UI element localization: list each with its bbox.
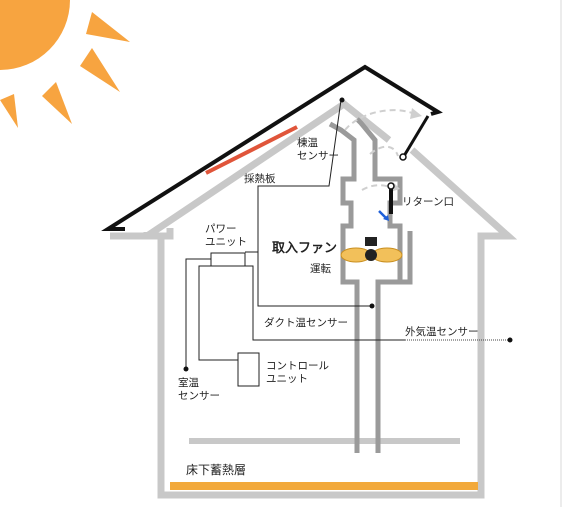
sensor-wiring [185, 99, 405, 368]
floor-storage-layer [170, 482, 478, 490]
roof-damper-pivot [399, 153, 407, 161]
intake-fan-label: 取入ファン [272, 241, 338, 256]
floor-storage-label: 床下蓄熱層 [186, 463, 247, 477]
house-outline [110, 99, 518, 499]
control-unit-label: コントロール ユニット [266, 360, 329, 385]
sun-icon [0, 0, 130, 128]
fan-status-label: 運転 [310, 263, 331, 275]
power-unit-box [210, 252, 246, 267]
room-sensor-label: 室温 センサー [178, 377, 220, 402]
ridge-sensor-label: 棟温 センサー [297, 137, 339, 162]
return-port-pivot [387, 182, 395, 190]
power-unit-label: パワー ユニット [205, 223, 247, 248]
arrowhead [410, 108, 422, 119]
collector-plate [205, 125, 298, 175]
flow-arrowhead [383, 215, 389, 221]
fan-icon [340, 237, 403, 263]
roof-damper [402, 115, 430, 157]
roof-line [101, 64, 443, 231]
ridge-sensor-dot [339, 97, 345, 103]
outdoor-sensor-dot [507, 337, 513, 343]
return-port-label: リターン口 [402, 196, 454, 208]
control-unit-box [237, 352, 260, 387]
duct-sensor-label: ダクト温センサー [264, 317, 348, 329]
collector-plate-label: 採熱板 [244, 173, 276, 185]
air-duct [328, 117, 413, 453]
room-sensor-dot [183, 366, 189, 372]
curved-arrow-icon [344, 109, 413, 191]
duct-sensor-dot [369, 303, 375, 309]
outdoor-sensor-label: 外気温センサー [405, 326, 479, 338]
flow-arrow-icon [378, 210, 387, 219]
